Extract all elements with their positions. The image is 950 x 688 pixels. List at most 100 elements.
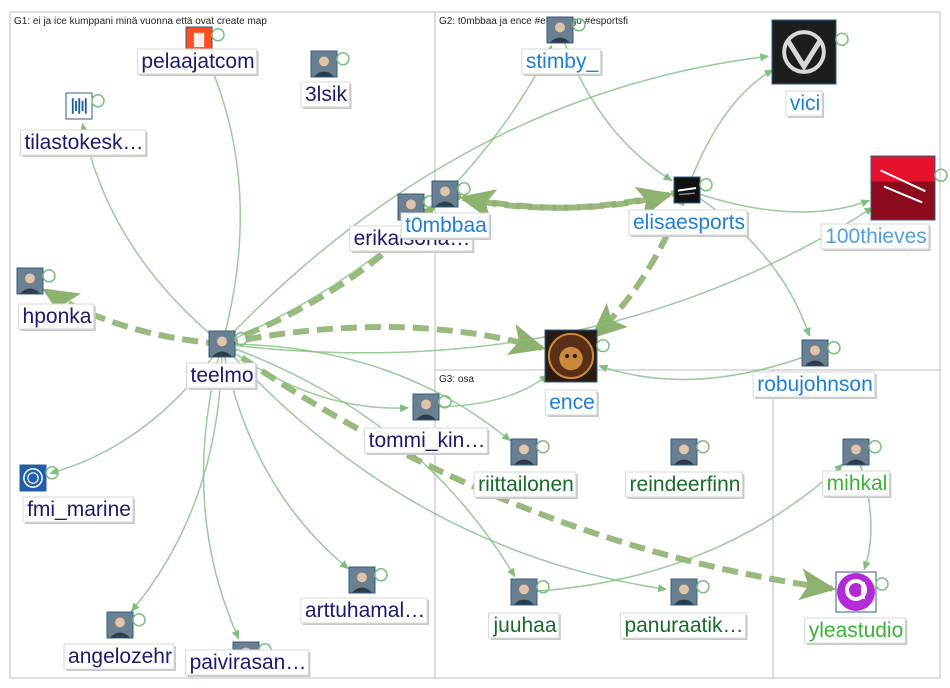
self-loop-tommi_kin <box>438 395 452 409</box>
node-stimby_[interactable] <box>546 16 586 44</box>
node-label[interactable]: stimby_ <box>526 50 599 73</box>
edge-teelmo-to-riittailonen <box>221 343 511 442</box>
elisa-logo-icon <box>674 177 700 203</box>
node-label[interactable]: fmi_marine <box>27 498 131 521</box>
node-t0mbbaa[interactable] <box>431 180 471 208</box>
node-label[interactable]: angelozehr <box>68 645 172 668</box>
node-label[interactable]: 3lsik <box>305 83 348 106</box>
node-label-group: stimby_ <box>521 48 603 76</box>
node-label[interactable]: panuraatik… <box>624 614 743 637</box>
node-label[interactable]: mihkal <box>827 472 888 495</box>
node-label-background <box>63 643 175 670</box>
node-label-group: riittailonen <box>473 471 578 499</box>
node-3lsik[interactable] <box>310 50 350 78</box>
node-label-group: tommi_kin… <box>364 427 490 455</box>
edge-elisaesports-to-vici <box>686 69 774 191</box>
node-arttuhamal[interactable] <box>348 566 388 594</box>
node-riittailonen[interactable] <box>510 438 550 466</box>
profile-photo-icon <box>311 51 337 77</box>
self-loop-juuhaa <box>536 580 550 594</box>
100thieves-logo-icon <box>871 156 935 220</box>
node-teelmo[interactable] <box>208 330 248 358</box>
node-label-background <box>785 90 823 117</box>
node-label[interactable]: arttuhamal… <box>305 599 425 622</box>
node-ence[interactable] <box>544 329 610 383</box>
profile-photo-icon <box>413 394 439 420</box>
edge-juuhaa-to-mihkal <box>523 463 844 593</box>
node-robujohnson[interactable] <box>801 339 841 367</box>
edge-teelmo-to-pelaajatcom <box>205 55 242 345</box>
group-label-g1: G1: ei ja ice kumppani minä vuonna että … <box>14 16 267 27</box>
edge-teelmo-to-panuraatik <box>221 343 668 593</box>
tilastokeskus-logo-icon <box>65 92 93 120</box>
node-tilastokeskus[interactable] <box>65 92 105 120</box>
node-label-background <box>544 389 598 416</box>
profile-photo-icon <box>547 17 573 43</box>
node-vici[interactable] <box>771 19 849 85</box>
node-label[interactable]: teelmo <box>190 364 253 387</box>
edge-elisaesports-to-100thieves <box>686 189 871 213</box>
self-loop-riittailonen <box>536 440 550 454</box>
node-label[interactable]: t0mbbaa <box>405 214 487 237</box>
node-label[interactable]: 100thieves <box>825 225 927 248</box>
node-hponka[interactable] <box>16 267 56 295</box>
node-label-group: juuhaa <box>487 612 561 640</box>
node-label[interactable]: elisaesports <box>633 211 745 234</box>
self-loop-arttuhamal <box>374 568 388 582</box>
node-label[interactable]: robujohnson <box>757 373 873 396</box>
node-fmi_marine[interactable] <box>19 464 59 492</box>
edge-teelmo-to-tommi_kin <box>221 343 410 413</box>
node-label-group: 100thieves <box>820 223 931 251</box>
node-label-background <box>752 371 876 398</box>
node-elisaesports[interactable] <box>673 176 713 204</box>
group-box-g4 <box>772 369 941 679</box>
node-label[interactable]: pelaajatcom <box>141 50 254 73</box>
profile-photo-icon <box>107 612 133 638</box>
node-angelozehr[interactable] <box>106 611 146 639</box>
node-label[interactable]: tommi_kin… <box>369 429 486 452</box>
node-yleastudio[interactable] <box>835 571 889 613</box>
self-loop-hponka <box>42 269 56 283</box>
node-label[interactable]: reindeerfinn <box>630 473 741 496</box>
profile-photo-icon <box>209 331 235 357</box>
node-label[interactable]: ence <box>549 391 595 414</box>
node-label-group: reindeerfinn <box>625 471 745 499</box>
node-tommi_kin[interactable] <box>412 393 452 421</box>
node-label[interactable]: vici <box>790 92 820 115</box>
node-label-background <box>185 649 309 676</box>
node-label-background <box>619 612 747 639</box>
node-mihkal[interactable] <box>842 438 882 466</box>
node-label-background <box>22 496 134 523</box>
node-label-group: mihkal <box>822 470 892 498</box>
node-label-background <box>521 48 601 75</box>
node-label-background <box>625 471 743 498</box>
node-reindeerfinn[interactable] <box>670 438 710 466</box>
node-label[interactable]: paivirasan… <box>190 651 307 674</box>
profile-photo-icon <box>671 439 697 465</box>
node-label-group: panuraatik… <box>619 612 748 640</box>
node-label[interactable]: tilastokesk… <box>24 131 143 154</box>
profile-photo-icon <box>432 181 458 207</box>
node-label-group: angelozehr <box>63 643 176 671</box>
edge-mihkal-to-yleastudio <box>855 451 872 571</box>
node-juuhaa[interactable] <box>510 578 550 606</box>
node-label[interactable]: riittailonen <box>478 473 574 496</box>
self-loop-tilastokeskus <box>91 94 105 108</box>
self-loop-pelaajatcom <box>211 28 225 42</box>
fmi-logo-icon <box>20 465 46 491</box>
nodes-layer: pelaajatcom 3lsik tilastokesk… hponka teelmo… <box>16 16 948 677</box>
node-label[interactable]: yleastudio <box>809 619 904 642</box>
self-loop-ence <box>596 338 610 353</box>
profile-photo-icon <box>843 439 869 465</box>
edge-tommi_kin-to-ence <box>425 374 549 408</box>
node-panuraatik[interactable] <box>670 578 710 606</box>
node-100thieves[interactable] <box>870 155 948 221</box>
node-label-background <box>628 209 748 236</box>
group-label-g2: G2: t0mbbaa ja ence #elisacsgo #esportsf… <box>439 16 628 27</box>
edge-teelmo-to-vici <box>221 53 770 345</box>
node-label[interactable]: hponka <box>23 305 92 328</box>
edge-teelmo-to-ence <box>221 324 546 355</box>
edge-elisaesports-to-robujohnson <box>686 189 811 337</box>
node-label[interactable]: juuhaa <box>492 614 556 637</box>
